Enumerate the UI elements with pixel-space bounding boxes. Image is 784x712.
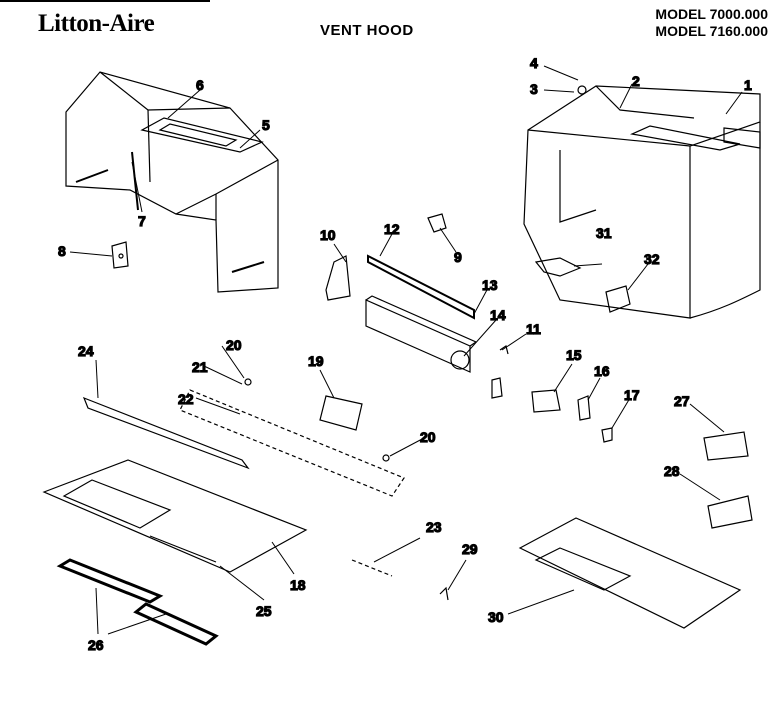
callout-15: 15 xyxy=(566,347,582,363)
callout-4: 4 xyxy=(530,55,538,71)
part-9-switch xyxy=(427,213,447,233)
callout-26: 26 xyxy=(88,637,104,653)
callout-labels: 1 2 3 4 5 6 7 8 9 10 11 12 13 14 15 16 1… xyxy=(57,54,752,653)
model-number-2: MODEL 7160.000 xyxy=(655,23,768,39)
part-30-bottom-panel xyxy=(518,517,742,629)
callout-12: 12 xyxy=(384,221,400,237)
part-23-strip xyxy=(351,559,393,577)
callout-29: 29 xyxy=(462,541,478,557)
callout-13: 13 xyxy=(482,277,498,293)
model-number-1: MODEL 7000.000 xyxy=(655,6,768,22)
part-29-clip xyxy=(439,586,449,601)
callout-24: 24 xyxy=(78,343,94,359)
blower-assembly xyxy=(325,254,509,399)
callout-17: 17 xyxy=(624,387,640,403)
part-6-damper-blade xyxy=(158,123,238,147)
callout-7: 7 xyxy=(138,213,146,229)
callout-8: 8 xyxy=(58,243,66,259)
header-rule xyxy=(0,0,210,2)
part-1-2-hood-body xyxy=(523,85,761,319)
callout-20-upper: 20 xyxy=(226,337,242,353)
callout-22: 22 xyxy=(178,391,194,407)
brand-logo: Litton-Aire xyxy=(38,10,155,37)
callout-5: 5 xyxy=(262,117,270,133)
model-numbers: MODEL 7000.000 MODEL 7160.000 xyxy=(655,6,768,40)
part-26-grease-filters xyxy=(56,558,219,646)
callout-11: 11 xyxy=(526,321,541,337)
callout-19: 19 xyxy=(308,353,324,369)
callout-20-lower: 20 xyxy=(420,429,436,445)
callout-23: 23 xyxy=(426,519,442,535)
part-19-22-middle xyxy=(179,378,405,497)
callout-21: 21 xyxy=(192,359,208,375)
part-28-switch-plate xyxy=(707,495,753,529)
leader-lines xyxy=(69,65,743,635)
part-27-light-socket xyxy=(703,431,749,461)
page-title: VENT HOOD xyxy=(320,22,414,39)
callout-32: 32 xyxy=(644,251,660,267)
part-25-bottom-panel xyxy=(42,459,308,573)
part-8-bracket xyxy=(111,241,129,269)
callout-10: 10 xyxy=(320,227,336,243)
callout-31: 31 xyxy=(596,225,612,241)
callout-25: 25 xyxy=(256,603,272,619)
part-31-bracket xyxy=(534,257,582,277)
part-3-4-fastener xyxy=(577,85,587,95)
callout-30: 30 xyxy=(488,609,504,625)
part-5-damper-housing xyxy=(65,71,279,293)
callout-9: 9 xyxy=(454,249,462,265)
callout-16: 16 xyxy=(594,363,610,379)
part-32-bracket xyxy=(605,285,631,313)
callout-18: 18 xyxy=(290,577,306,593)
part-7-rod xyxy=(131,151,139,211)
callout-14: 14 xyxy=(490,307,506,323)
electrical-components xyxy=(531,389,613,443)
callout-6: 6 xyxy=(196,77,204,93)
callout-2: 2 xyxy=(632,73,640,89)
callout-27: 27 xyxy=(674,393,690,409)
callout-1: 1 xyxy=(744,77,752,93)
callout-3: 3 xyxy=(530,81,538,97)
part-24-strip xyxy=(82,396,250,470)
callout-28: 28 xyxy=(664,463,680,479)
